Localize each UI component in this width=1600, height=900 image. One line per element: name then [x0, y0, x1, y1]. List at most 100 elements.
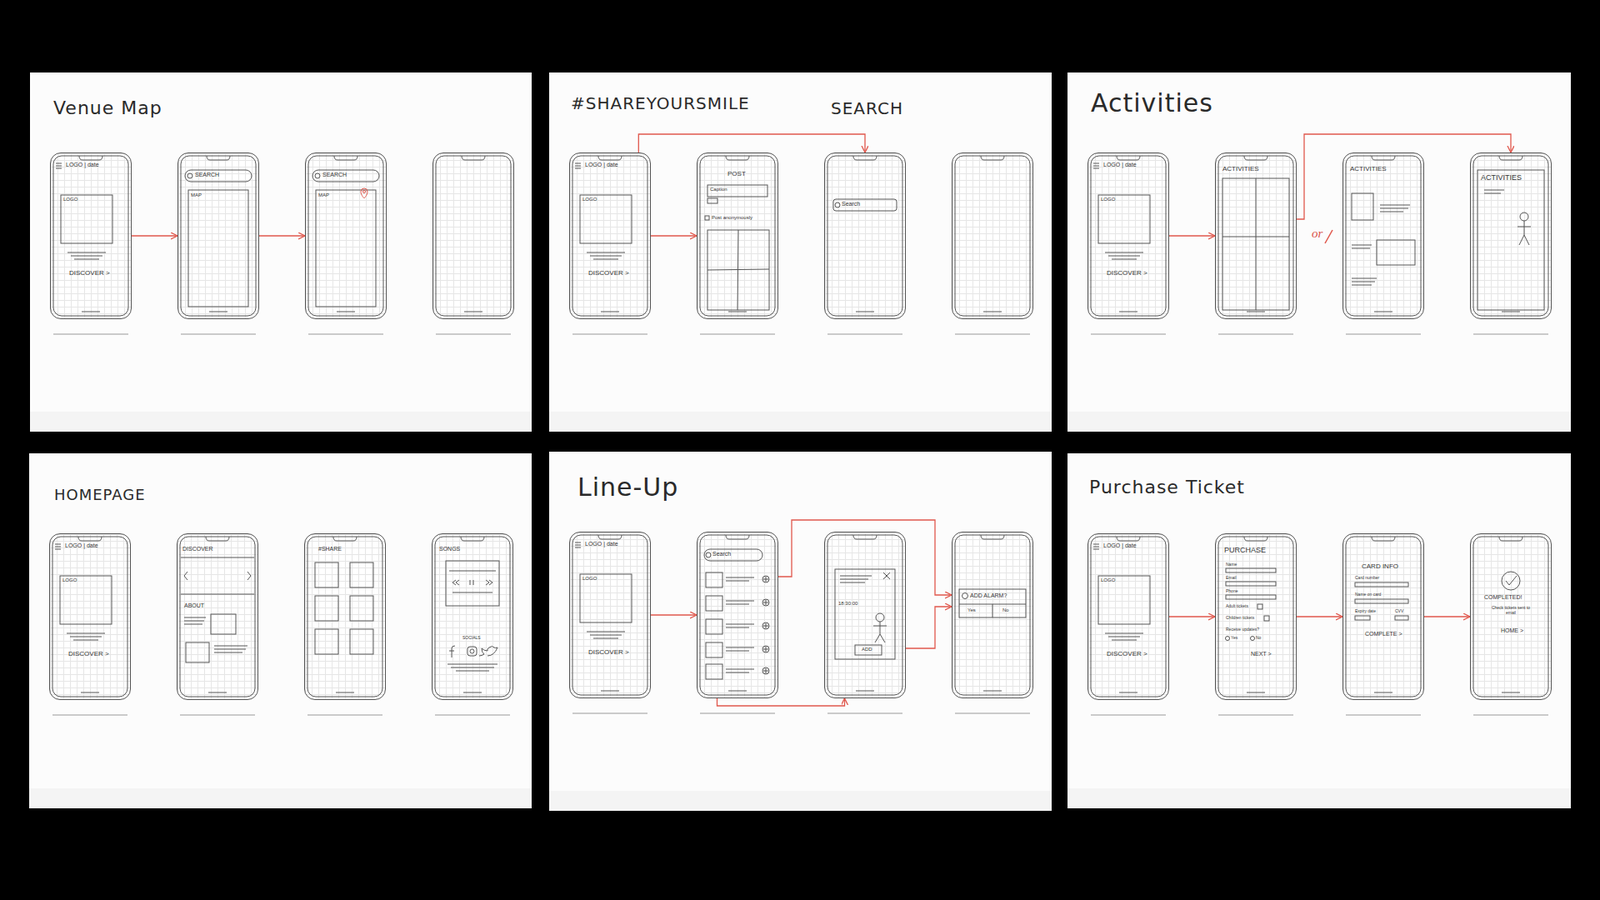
screen-text: DISCOVER — [182, 545, 214, 553]
sketch-line — [184, 624, 203, 625]
sketch-line — [575, 163, 581, 165]
phone-underline — [955, 334, 1030, 335]
sketch-line — [1093, 163, 1100, 165]
sketch-line — [765, 668, 767, 674]
phone-sketch — [50, 534, 130, 700]
sketch-line — [180, 557, 255, 559]
panel-strip — [29, 788, 532, 809]
sketch-circle — [1225, 636, 1230, 641]
panel-strip — [1067, 788, 1571, 809]
sketch-line — [1524, 220, 1525, 235]
sketch-line — [209, 311, 228, 313]
sketch-box — [1351, 193, 1374, 220]
sketch-box — [350, 562, 374, 588]
sketch-line — [66, 633, 105, 635]
sketch-line — [728, 311, 747, 313]
screen-text: LOGO | date — [1103, 542, 1137, 550]
sketch-path — [360, 188, 368, 199]
sketch-line — [55, 168, 62, 170]
phone-screen: DISCOVERABOUT — [176, 533, 259, 700]
sketch-box — [1225, 581, 1276, 586]
sketch-circle — [762, 667, 770, 675]
phone-frame — [951, 152, 1034, 320]
sketch-line — [855, 311, 875, 313]
screen-text: LOGO — [63, 196, 78, 203]
sketch-box — [1218, 155, 1294, 316]
phone-underline — [1345, 715, 1421, 716]
sketch-box — [315, 595, 339, 621]
screen-text: Yes — [1230, 635, 1238, 641]
screen-text: SEARCH — [195, 171, 220, 179]
sketch-line — [1501, 692, 1520, 694]
sketch-box — [1473, 155, 1549, 316]
phone-underline — [827, 334, 903, 335]
sketch-box — [1395, 615, 1409, 620]
screen-text: Search — [841, 200, 860, 208]
sketch-path — [1371, 536, 1395, 541]
sketch-line — [449, 570, 496, 572]
sketch-path — [461, 155, 485, 160]
sketch-line — [70, 636, 102, 638]
sketch-line — [1093, 549, 1100, 550]
sketch-box — [580, 195, 632, 244]
sketch-box — [185, 170, 252, 182]
sketch-line — [1380, 211, 1404, 213]
sketch-line — [1501, 311, 1520, 313]
sketch-box — [1098, 195, 1150, 244]
phone-underline — [827, 713, 903, 715]
sketch-box — [315, 190, 376, 307]
sketch-line — [593, 259, 619, 260]
phone-screen: ADD ALARM?YesNo — [951, 531, 1034, 699]
phone-sketch — [1088, 534, 1169, 700]
screen-text: Check tickets sent to email — [1487, 605, 1535, 616]
flow-panel: ActivitiesLOGO | dateLOGODISCOVER >ACTIV… — [1067, 72, 1571, 432]
sketch-path — [1116, 536, 1140, 541]
phone-underline — [700, 713, 775, 715]
panel-strip — [549, 411, 1052, 432]
sketch-line — [575, 545, 581, 546]
sketch-path — [1244, 536, 1268, 541]
screen-text: LOGO | date — [585, 540, 619, 548]
sketch-box — [705, 642, 723, 658]
phone-sketch — [1088, 153, 1169, 319]
sketch-path — [1116, 155, 1140, 160]
sketch-path — [1499, 536, 1523, 541]
phone-sketch — [1343, 534, 1424, 700]
sketch-line — [336, 311, 355, 313]
phone-sketch — [825, 153, 905, 319]
screen-text: #SHARE — [318, 545, 342, 553]
screen-text: LOGO — [62, 577, 77, 584]
screen-text: Name — [1225, 562, 1237, 568]
sketch-line — [575, 542, 581, 544]
panel-sheet — [29, 453, 532, 809]
sketch-path — [184, 571, 188, 580]
sketch-box — [350, 629, 374, 655]
sketch-line — [880, 621, 881, 635]
sketch-box — [955, 155, 1030, 316]
sketch-line — [725, 647, 755, 649]
sketch-circle — [835, 202, 840, 208]
phone-underline — [1345, 334, 1421, 335]
sketch-box — [955, 535, 1030, 695]
screen-text: COMPLETED! — [1484, 594, 1523, 601]
sketch-line — [1093, 546, 1100, 548]
flow-arrow — [650, 235, 697, 236]
phone-sketch — [697, 532, 778, 698]
sketch-box — [210, 614, 236, 635]
sketch-box — [700, 155, 775, 316]
sketch-line — [873, 625, 887, 627]
sketch-line — [1484, 190, 1505, 191]
sketch-box — [315, 562, 339, 588]
sketch-box — [705, 215, 710, 220]
panel-title: Purchase Ticket — [1089, 476, 1245, 498]
sketch-circle — [1520, 212, 1529, 221]
screen-text: LOGO — [582, 575, 597, 582]
phone-underline — [180, 715, 255, 716]
sketch-box — [435, 536, 510, 697]
sketch-box — [855, 645, 882, 655]
sketch-line — [450, 667, 495, 669]
sketch-line — [70, 255, 103, 257]
sketch-box — [1355, 615, 1370, 620]
sketch-path — [333, 536, 357, 541]
sketch-box — [707, 185, 768, 197]
